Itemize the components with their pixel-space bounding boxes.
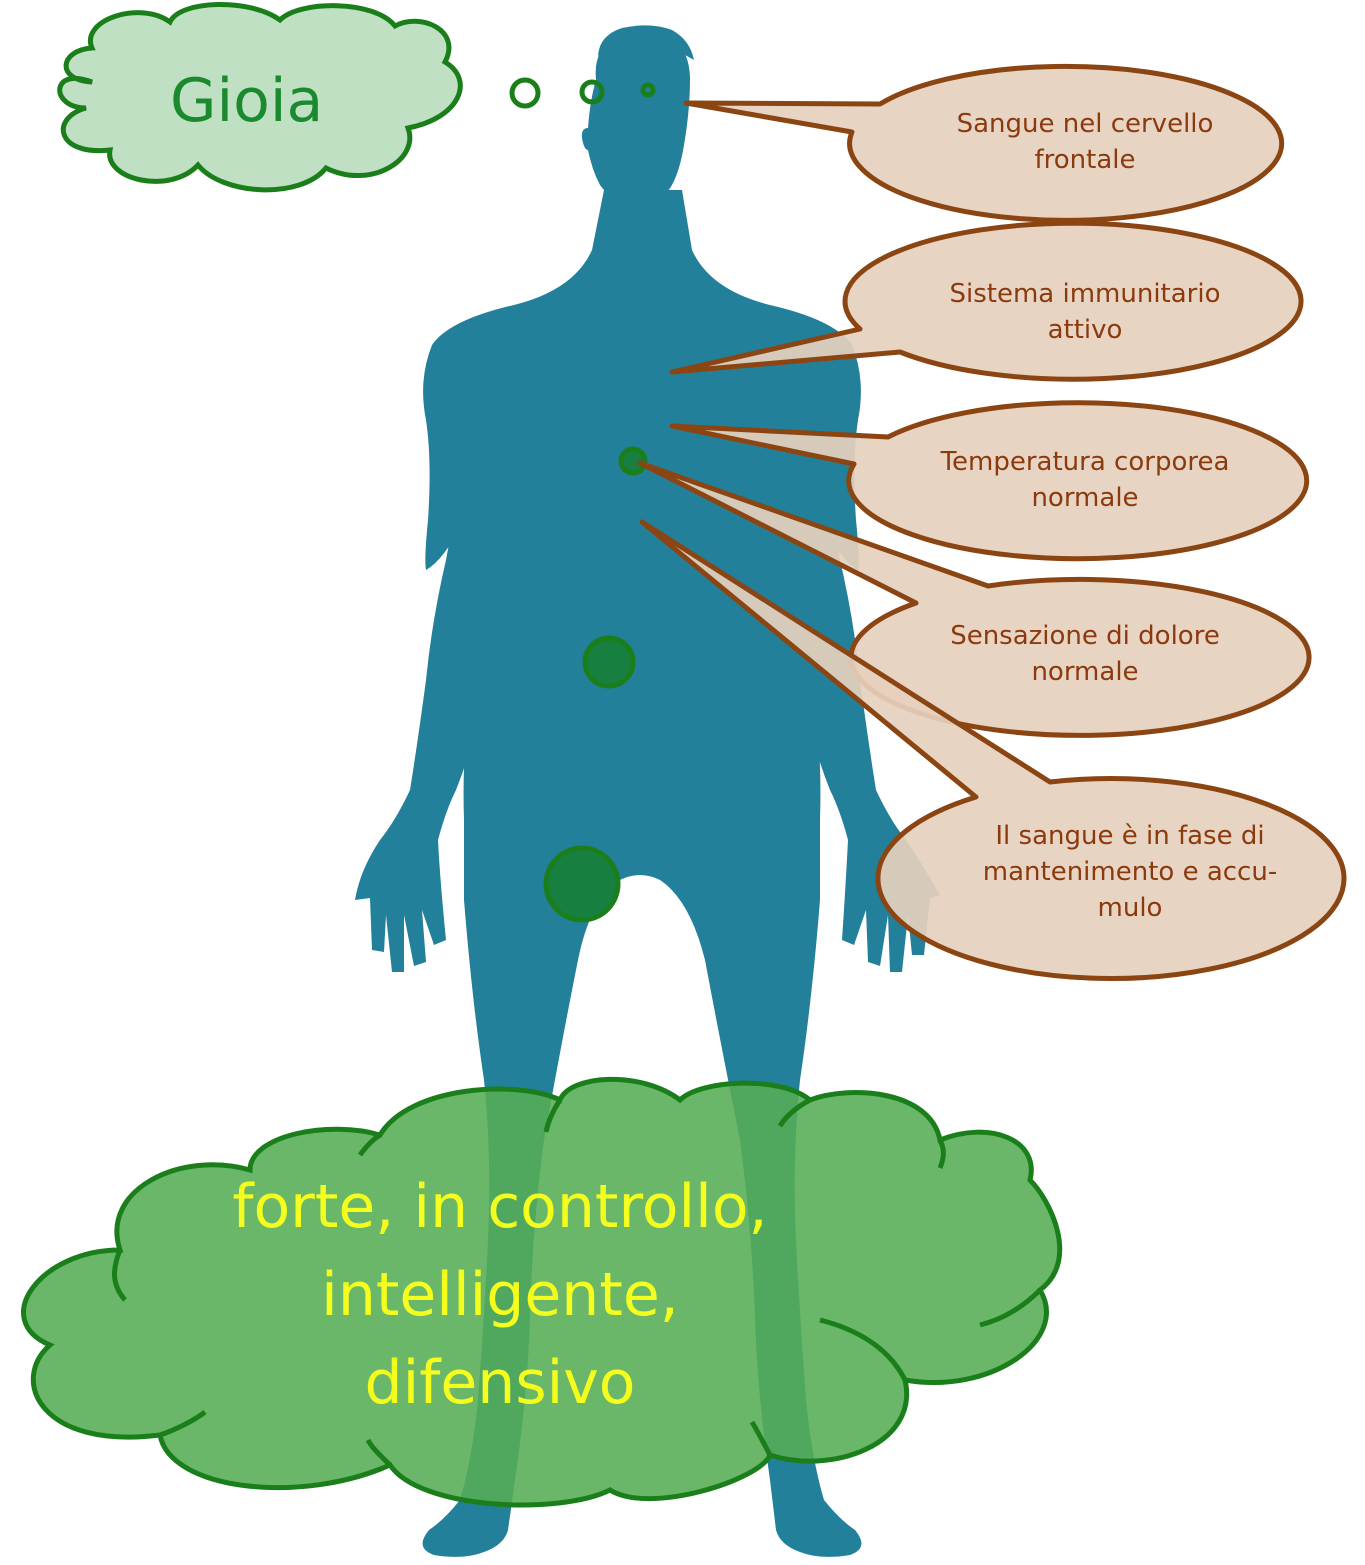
callout-text-immune: Sistema immunitario attivo <box>920 276 1250 348</box>
callout-line: mulo <box>950 890 1310 926</box>
callout-text-temperature: Temperatura corporea normale <box>910 444 1260 516</box>
callout-line: Sangue nel cervello <box>920 106 1250 142</box>
callout-text-blood: Il sangue è in fase di mantenimento e ac… <box>950 818 1310 926</box>
thought-bubble <box>60 4 602 189</box>
pelvis-point <box>546 848 618 920</box>
feeling-line: difensivo <box>140 1339 860 1427</box>
feeling-line: forte, in controllo, <box>140 1163 860 1251</box>
callout-line: Temperatura corporea <box>910 444 1260 480</box>
callout-text-brain: Sangue nel cervello frontale <box>920 106 1250 178</box>
callout-line: Sistema immunitario <box>920 276 1250 312</box>
callout-line: normale <box>910 654 1260 690</box>
callout-line: attivo <box>920 312 1250 348</box>
thought-dot-large <box>512 80 538 106</box>
navel-point <box>585 638 633 686</box>
callout-line: mantenimento e accu- <box>950 854 1310 890</box>
callout-text-pain: Sensazione di dolore normale <box>910 618 1260 690</box>
feeling-line: intelligente, <box>140 1251 860 1339</box>
callout-line: Il sangue è in fase di <box>950 818 1310 854</box>
callout-line: Sensazione di dolore <box>910 618 1260 654</box>
emotion-label: Gioia <box>170 68 323 134</box>
callout-line: frontale <box>920 142 1250 178</box>
callout-line: normale <box>910 480 1260 516</box>
feeling-text: forte, in controllo, intelligente, difen… <box>140 1163 860 1427</box>
